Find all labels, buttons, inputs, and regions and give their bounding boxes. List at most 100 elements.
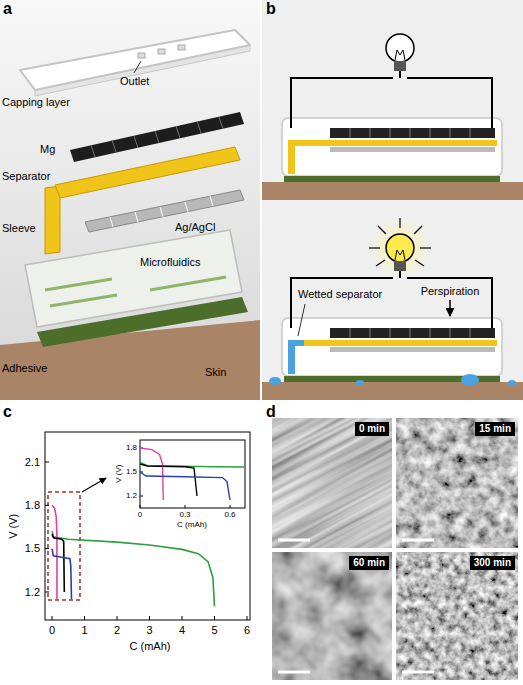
part-label: Microfluidics [140, 256, 201, 269]
panel-letter: a [3, 0, 12, 18]
panel-b-illustration [292, 140, 497, 146]
panel-b-illustration [394, 61, 406, 71]
tick-label: 0.3 [179, 510, 190, 519]
panel-letter: b [266, 0, 276, 18]
discharge-plot [230, 505, 231, 508]
panel-b-illustration [330, 147, 495, 152]
panel-a-illustration [135, 212, 138, 222]
tick-label: 4 [179, 624, 185, 637]
panel-b-illustration [399, 71, 401, 78]
sem-images [272, 418, 392, 548]
panel-b-illustration [386, 34, 414, 62]
panel-a-illustration [110, 217, 113, 227]
discharge-plot [45, 505, 49, 506]
panel-b-illustration [449, 300, 451, 316]
panel-b-illustration [386, 234, 414, 262]
discharge-plot [52, 534, 64, 592]
tick-label: 5 [211, 624, 217, 637]
tick-label: 1 [81, 624, 87, 637]
axis-label: C (mAh) [177, 520, 207, 529]
panel-b-illustration [394, 261, 406, 271]
panel-b-illustration [461, 374, 479, 386]
panel-b-illustration [414, 226, 422, 234]
panel-b-illustration [376, 260, 385, 266]
time-label: 300 min [470, 556, 515, 570]
sem-images [396, 418, 518, 548]
sem-tile: 60 min [272, 552, 392, 680]
tick-label: 2.1 [25, 456, 40, 469]
sem-images [153, 301, 518, 680]
part-label: Skin [205, 366, 226, 379]
discharge-plot [140, 464, 197, 496]
part-label: Sleeve [2, 222, 36, 235]
panel-b-illustration [399, 271, 401, 278]
sem-images [278, 540, 434, 672]
panel-b-illustration [350, 328, 470, 338]
panel-a-illustration [176, 126, 180, 138]
axis-label: C (mAh) [130, 640, 171, 653]
time-label: 0 min [355, 422, 389, 436]
annotation: Perspiration [421, 285, 480, 298]
panel-b-illustration [262, 0, 523, 400]
panel-b-illustration [291, 78, 492, 128]
panel-b-illustration [395, 50, 405, 60]
panel-b-illustration [269, 377, 281, 385]
panel-b-illustration [262, 0, 523, 400]
part-label: Adhesive [2, 362, 47, 375]
discharge-plot [48, 492, 80, 600]
part-label: Capping layer [2, 96, 70, 109]
discharge-plot [52, 549, 72, 600]
discharge-plot [140, 440, 245, 508]
discharge-plot [149, 616, 150, 620]
panel-b-illustration [395, 250, 405, 260]
tick-label: 1.5 [126, 467, 137, 476]
panel-b-illustration [269, 218, 516, 386]
discharge-plot [140, 448, 245, 504]
panel-a-illustration [210, 196, 213, 206]
panel-b-illustration [356, 380, 364, 386]
panel-a-illustration [45, 277, 226, 306]
tick-label: 6 [244, 624, 250, 637]
panel-b-illustration [399, 218, 400, 228]
panel-a-illustration [91, 145, 95, 157]
panel-a-illustration [155, 131, 159, 143]
panel-a-illustration [219, 117, 223, 129]
sem-images [272, 418, 392, 548]
panel-a-illustration [91, 117, 223, 157]
panel-letter: d [266, 403, 276, 421]
panel-b-illustration [508, 380, 516, 386]
discharge-plot [185, 505, 186, 508]
panel-b-illustration [369, 218, 431, 266]
panel-a-illustration [55, 147, 240, 198]
panel-b-illustration [369, 247, 380, 248]
discharge-plot [45, 432, 250, 620]
sem-images [272, 418, 392, 548]
tick-label: 0 [49, 624, 55, 637]
panel-a-illustration [37, 297, 248, 347]
panel-a-illustration [178, 45, 185, 50]
panel-a-illustration [85, 190, 244, 232]
panel-b-illustration [292, 340, 497, 346]
panel-a-illustration [50, 295, 117, 306]
axis-label: V (V) [113, 465, 122, 483]
panel-b-illustration [370, 218, 430, 278]
time-label: 60 min [349, 556, 389, 570]
discharge-plot [52, 531, 215, 606]
sem-images [402, 671, 434, 674]
tick-label: 1.8 [25, 499, 40, 512]
part-label: Outlet [120, 75, 149, 88]
panel-a-illustration [45, 279, 112, 290]
part-label: Separator [2, 170, 50, 183]
panel-a-illustration [158, 49, 165, 54]
sem-images [402, 539, 434, 542]
discharge-plot [117, 616, 118, 620]
panel-b-illustration [262, 382, 523, 400]
panel-a-illustration [0, 0, 260, 400]
tick-label: 1.5 [25, 542, 40, 555]
axis-label: V (V) [8, 513, 21, 538]
tick-label: 1.2 [25, 586, 40, 599]
panel-b-illustration [282, 318, 502, 376]
tick-label: 1.2 [126, 491, 137, 500]
panel-a-illustration [0, 0, 260, 400]
